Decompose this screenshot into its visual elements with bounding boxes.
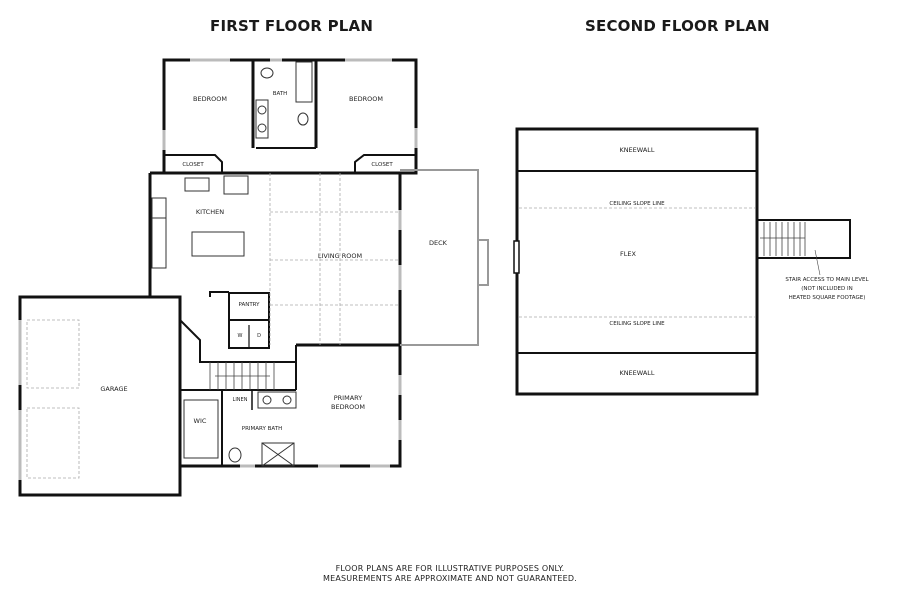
closet-left-label: CLOSET	[182, 162, 204, 168]
kneewall-top-label: KNEEWALL	[619, 146, 654, 154]
bedroom-wing-outline	[162, 58, 418, 175]
wic-label: WIC	[194, 417, 207, 425]
garage-outline	[18, 295, 182, 497]
kitchen-label: KITCHEN	[196, 208, 224, 216]
deck-label: DECK	[429, 239, 448, 247]
stair-note-line3: HEATED SQUARE FOOTAGE)	[789, 295, 866, 301]
sink-icon	[282, 395, 292, 405]
wall	[209, 291, 229, 297]
sink-icon	[262, 395, 272, 405]
stair-note-line1: STAIR ACCESS TO MAIN LEVEL	[785, 277, 869, 283]
sink-icon	[257, 105, 267, 115]
second-floor-plan	[513, 127, 851, 396]
living-room-label: LIVING ROOM	[318, 252, 362, 260]
bath-label: BATH	[273, 91, 288, 97]
first-floor-title: FIRST FLOOR PLAN	[210, 17, 374, 35]
wic-shelf	[183, 399, 219, 459]
ceiling-slope-bottom-label: CEILING SLOPE LINE	[609, 321, 665, 327]
dashed-guides	[26, 173, 400, 479]
disclaimer-line-2: MEASUREMENTS ARE APPROXIMATE AND NOT GUA…	[323, 574, 577, 583]
toilet-icon	[297, 112, 309, 126]
garage-label: GARAGE	[100, 385, 127, 393]
main-wall	[150, 171, 402, 345]
sink-icon	[257, 123, 267, 133]
stove-icon	[151, 197, 167, 219]
kitchen-island	[191, 231, 245, 257]
deck-outline	[400, 169, 489, 346]
ceiling-slope-top-label: CEILING SLOPE LINE	[609, 201, 665, 207]
disclaimer-line-1: FLOOR PLANS ARE FOR ILLUSTRATIVE PURPOSE…	[335, 564, 565, 573]
dryer-label: D	[257, 333, 261, 339]
toilet-icon	[228, 447, 242, 463]
fixtures	[151, 61, 313, 467]
vanity-icon	[257, 391, 297, 409]
second-floor-title: SECOND FLOOR PLAN	[585, 17, 770, 35]
stair-note-line2: (NOT INCLUDED IN	[801, 286, 853, 292]
stairs-second-floor	[760, 222, 821, 276]
closet-right-wall	[354, 154, 416, 173]
kneewall-bottom-label: KNEEWALL	[619, 369, 654, 377]
closet-left-wall	[164, 154, 223, 173]
flex-label: FLEX	[620, 250, 636, 258]
closet-right-label: CLOSET	[371, 162, 393, 168]
counter	[151, 217, 167, 269]
kitchen-sink-icon	[184, 177, 210, 192]
stair-access-outline	[757, 219, 851, 259]
primary-bedroom-label-2: BEDROOM	[331, 403, 365, 411]
wall	[179, 319, 296, 363]
second-floor-outline	[515, 127, 759, 396]
fridge-counter	[223, 175, 249, 195]
bedroom-left-label: BEDROOM	[193, 95, 227, 103]
bedroom-right-label: BEDROOM	[349, 95, 383, 103]
stairs-first-floor	[209, 362, 275, 390]
primary-bedroom-label-1: PRIMARY	[334, 394, 363, 402]
washer-label: W	[238, 333, 243, 339]
ceiling-slope-lines	[519, 207, 755, 318]
primary-bedroom-wall	[180, 343, 402, 468]
shower-icon	[261, 442, 295, 467]
vanity-icon	[255, 99, 269, 139]
linen-label: LINEN	[233, 397, 248, 403]
bathtub-icon	[295, 61, 313, 103]
pantry-label: PANTRY	[238, 302, 260, 308]
primary-bath-label: PRIMARY BATH	[242, 426, 282, 432]
window	[513, 240, 520, 274]
toilet-icon	[260, 67, 274, 79]
windows	[18, 58, 418, 480]
